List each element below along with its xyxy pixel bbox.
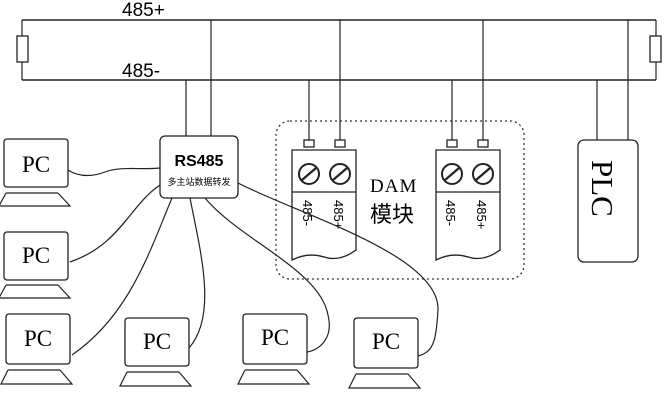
termination-resistor-right [649,35,662,63]
pc-monitor [353,317,419,369]
converter-drops [185,20,212,136]
pin-label-negative: 485- [443,200,458,226]
pc-terminal-6: PC [348,317,422,389]
dam-module-2: 485- 485+ [435,20,501,262]
termination-resistor-left [16,35,29,63]
screw-icon [329,163,351,185]
pc-cables [67,167,439,357]
pc-label: PC [372,329,400,354]
pc-monitor [3,138,69,188]
pc-monitor [124,317,190,367]
pc-monitor [5,313,71,365]
pc-terminal-3: PC [0,313,74,385]
pc-label: PC [22,243,50,268]
pc-label: PC [261,325,289,350]
rs485-converter: RS485 多主站数据转发 [159,135,239,199]
pc-terminal-4: PC [119,317,193,387]
dam-label-module: 模块 [370,202,414,227]
cable-pc-6 [237,182,439,357]
screw-icon [441,163,463,185]
pc-label: PC [22,152,50,177]
pc-terminal-5: PC [237,313,311,385]
pin-label-positive: 485+ [331,200,346,229]
cable-pc-1 [67,167,161,177]
rs485-bus: 485+ 485- [16,0,662,82]
pc-label: PC [24,326,52,351]
converter-title: RS485 [175,153,224,170]
dam-label: DAM [370,176,417,197]
pc-label: PC [143,329,171,354]
pc-monitor [242,313,308,365]
pin-label-positive: 485+ [474,200,489,229]
bus-label-positive: 485+ [122,0,165,21]
plc-box [577,139,639,263]
bus-label-negative: 485- [122,61,160,82]
plc-label: PLC [585,160,620,217]
dam-module-1: 485- 485+ [291,20,357,262]
pc-monitor [3,231,69,281]
cable-pc-5 [204,197,330,353]
pc-terminal-1: PC [0,138,72,207]
plc: PLC [577,20,639,263]
converter-box [159,135,239,199]
dam-module-group: 485- 485+ DAM 模块 485- 485+ [275,20,525,280]
screw-icon [472,163,494,185]
cable-pc-3 [71,197,173,356]
screw-icon [298,163,320,185]
cable-pc-2 [69,184,161,263]
converter-subtitle: 多主站数据转发 [167,176,230,187]
cable-pc-4 [188,197,206,349]
pc-terminal-2: PC [0,231,72,299]
